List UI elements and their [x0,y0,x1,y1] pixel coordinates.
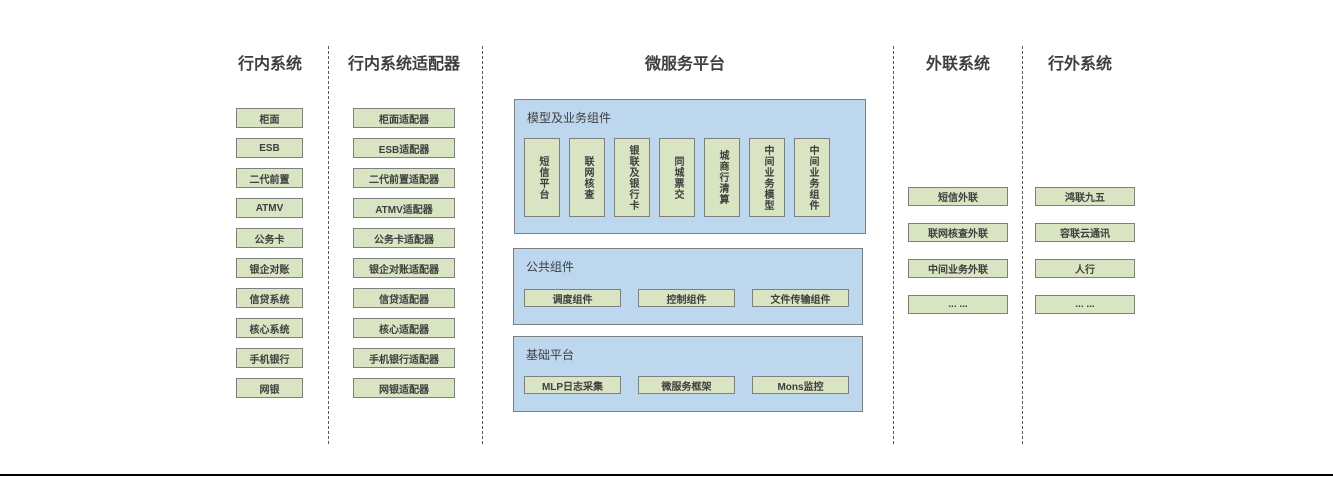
node-box: 二代前置适配器 [353,168,455,188]
component-label: 同城票交 [672,155,683,200]
component-box: MLP日志采集 [524,376,621,394]
component-box: 短信平台 [524,138,560,217]
node-box: 银企对账适配器 [353,258,455,278]
node-box: 信贷适配器 [353,288,455,308]
node-box: 容联云通讯 [1035,223,1135,242]
node-box: 公务卡适配器 [353,228,455,248]
component-box: 联网核查 [569,138,605,217]
node-box: 网银适配器 [353,378,455,398]
internal-systems-list: 柜面 ESB 二代前置 ATMV 公务卡 银企对账 信贷系统 核心系统 手机银行… [236,108,303,398]
component-label: 中间业务模型 [762,144,773,211]
component-label: 中间业务组件 [807,144,818,211]
section-label: 基础平台 [526,348,575,362]
component-label: 银联及银行卡 [627,144,638,211]
node-box: 手机银行适配器 [353,348,455,368]
column-separator [482,46,483,444]
section-model-business-components: 模型及业务组件 短信平台 联网核查 银联及银行卡 同城票交 城商行清算 中间业务… [514,99,866,234]
column-separator [1022,46,1023,444]
node-box: 手机银行 [236,348,303,368]
node-box: 鸿联九五 [1035,187,1135,206]
node-box: 短信外联 [908,187,1008,206]
node-box: 中间业务外联 [908,259,1008,278]
node-box: 人行 [1035,259,1135,278]
component-box: 银联及银行卡 [614,138,650,217]
component-box: 中间业务组件 [794,138,830,217]
column-separator [328,46,329,444]
node-box: 二代前置 [236,168,303,188]
node-box: 柜面适配器 [353,108,455,128]
node-box: 联网核查外联 [908,223,1008,242]
node-box: ESB [236,138,303,158]
node-box: ... ... [908,295,1008,314]
node-box: ATMV [236,198,303,218]
component-box: 中间业务模型 [749,138,785,217]
vertical-components-row: 短信平台 联网核查 银联及银行卡 同城票交 城商行清算 中间业务模型 中间业务组… [524,138,830,217]
components-row: 调度组件 控制组件 文件传输组件 [524,289,849,307]
external-systems-list: 鸿联九五 容联云通讯 人行 ... ... [1035,187,1135,314]
section-base-platform: 基础平台 MLP日志采集 微服务框架 Mons监控 [513,336,863,412]
column-title-internal-adapters: 行内系统适配器 [347,56,460,73]
external-link-systems-list: 短信外联 联网核查外联 中间业务外联 ... ... [908,187,1008,314]
component-box: 调度组件 [524,289,621,307]
component-label: 城商行清算 [717,150,728,205]
component-box: 城商行清算 [704,138,740,217]
bottom-rule [0,474,1333,476]
node-box: 核心系统 [236,318,303,338]
component-box: 微服务框架 [638,376,735,394]
node-box: 公务卡 [236,228,303,248]
node-box: 网银 [236,378,303,398]
node-box: 柜面 [236,108,303,128]
column-title-microservice-platform: 微服务平台 [644,56,725,73]
node-box: ATMV适配器 [353,198,455,218]
section-label: 模型及业务组件 [527,111,612,125]
component-box: 文件传输组件 [752,289,849,307]
node-box: ... ... [1035,295,1135,314]
column-separator [893,46,894,444]
component-box: 同城票交 [659,138,695,217]
internal-adapters-list: 柜面适配器 ESB适配器 二代前置适配器 ATMV适配器 公务卡适配器 银企对账… [353,108,455,398]
node-box: 银企对账 [236,258,303,278]
column-title-internal-systems: 行内系统 [237,56,302,73]
components-row: MLP日志采集 微服务框架 Mons监控 [524,376,849,394]
component-box: Mons监控 [752,376,849,394]
component-box: 控制组件 [638,289,735,307]
node-box: ESB适配器 [353,138,455,158]
section-label: 公共组件 [526,260,575,274]
node-box: 核心适配器 [353,318,455,338]
section-common-components: 公共组件 调度组件 控制组件 文件传输组件 [513,248,863,325]
column-title-external-systems: 行外系统 [1047,56,1112,73]
component-label: 短信平台 [537,155,548,200]
column-title-external-link-systems: 外联系统 [925,56,990,73]
node-box: 信贷系统 [236,288,303,308]
component-label: 联网核查 [582,155,593,200]
